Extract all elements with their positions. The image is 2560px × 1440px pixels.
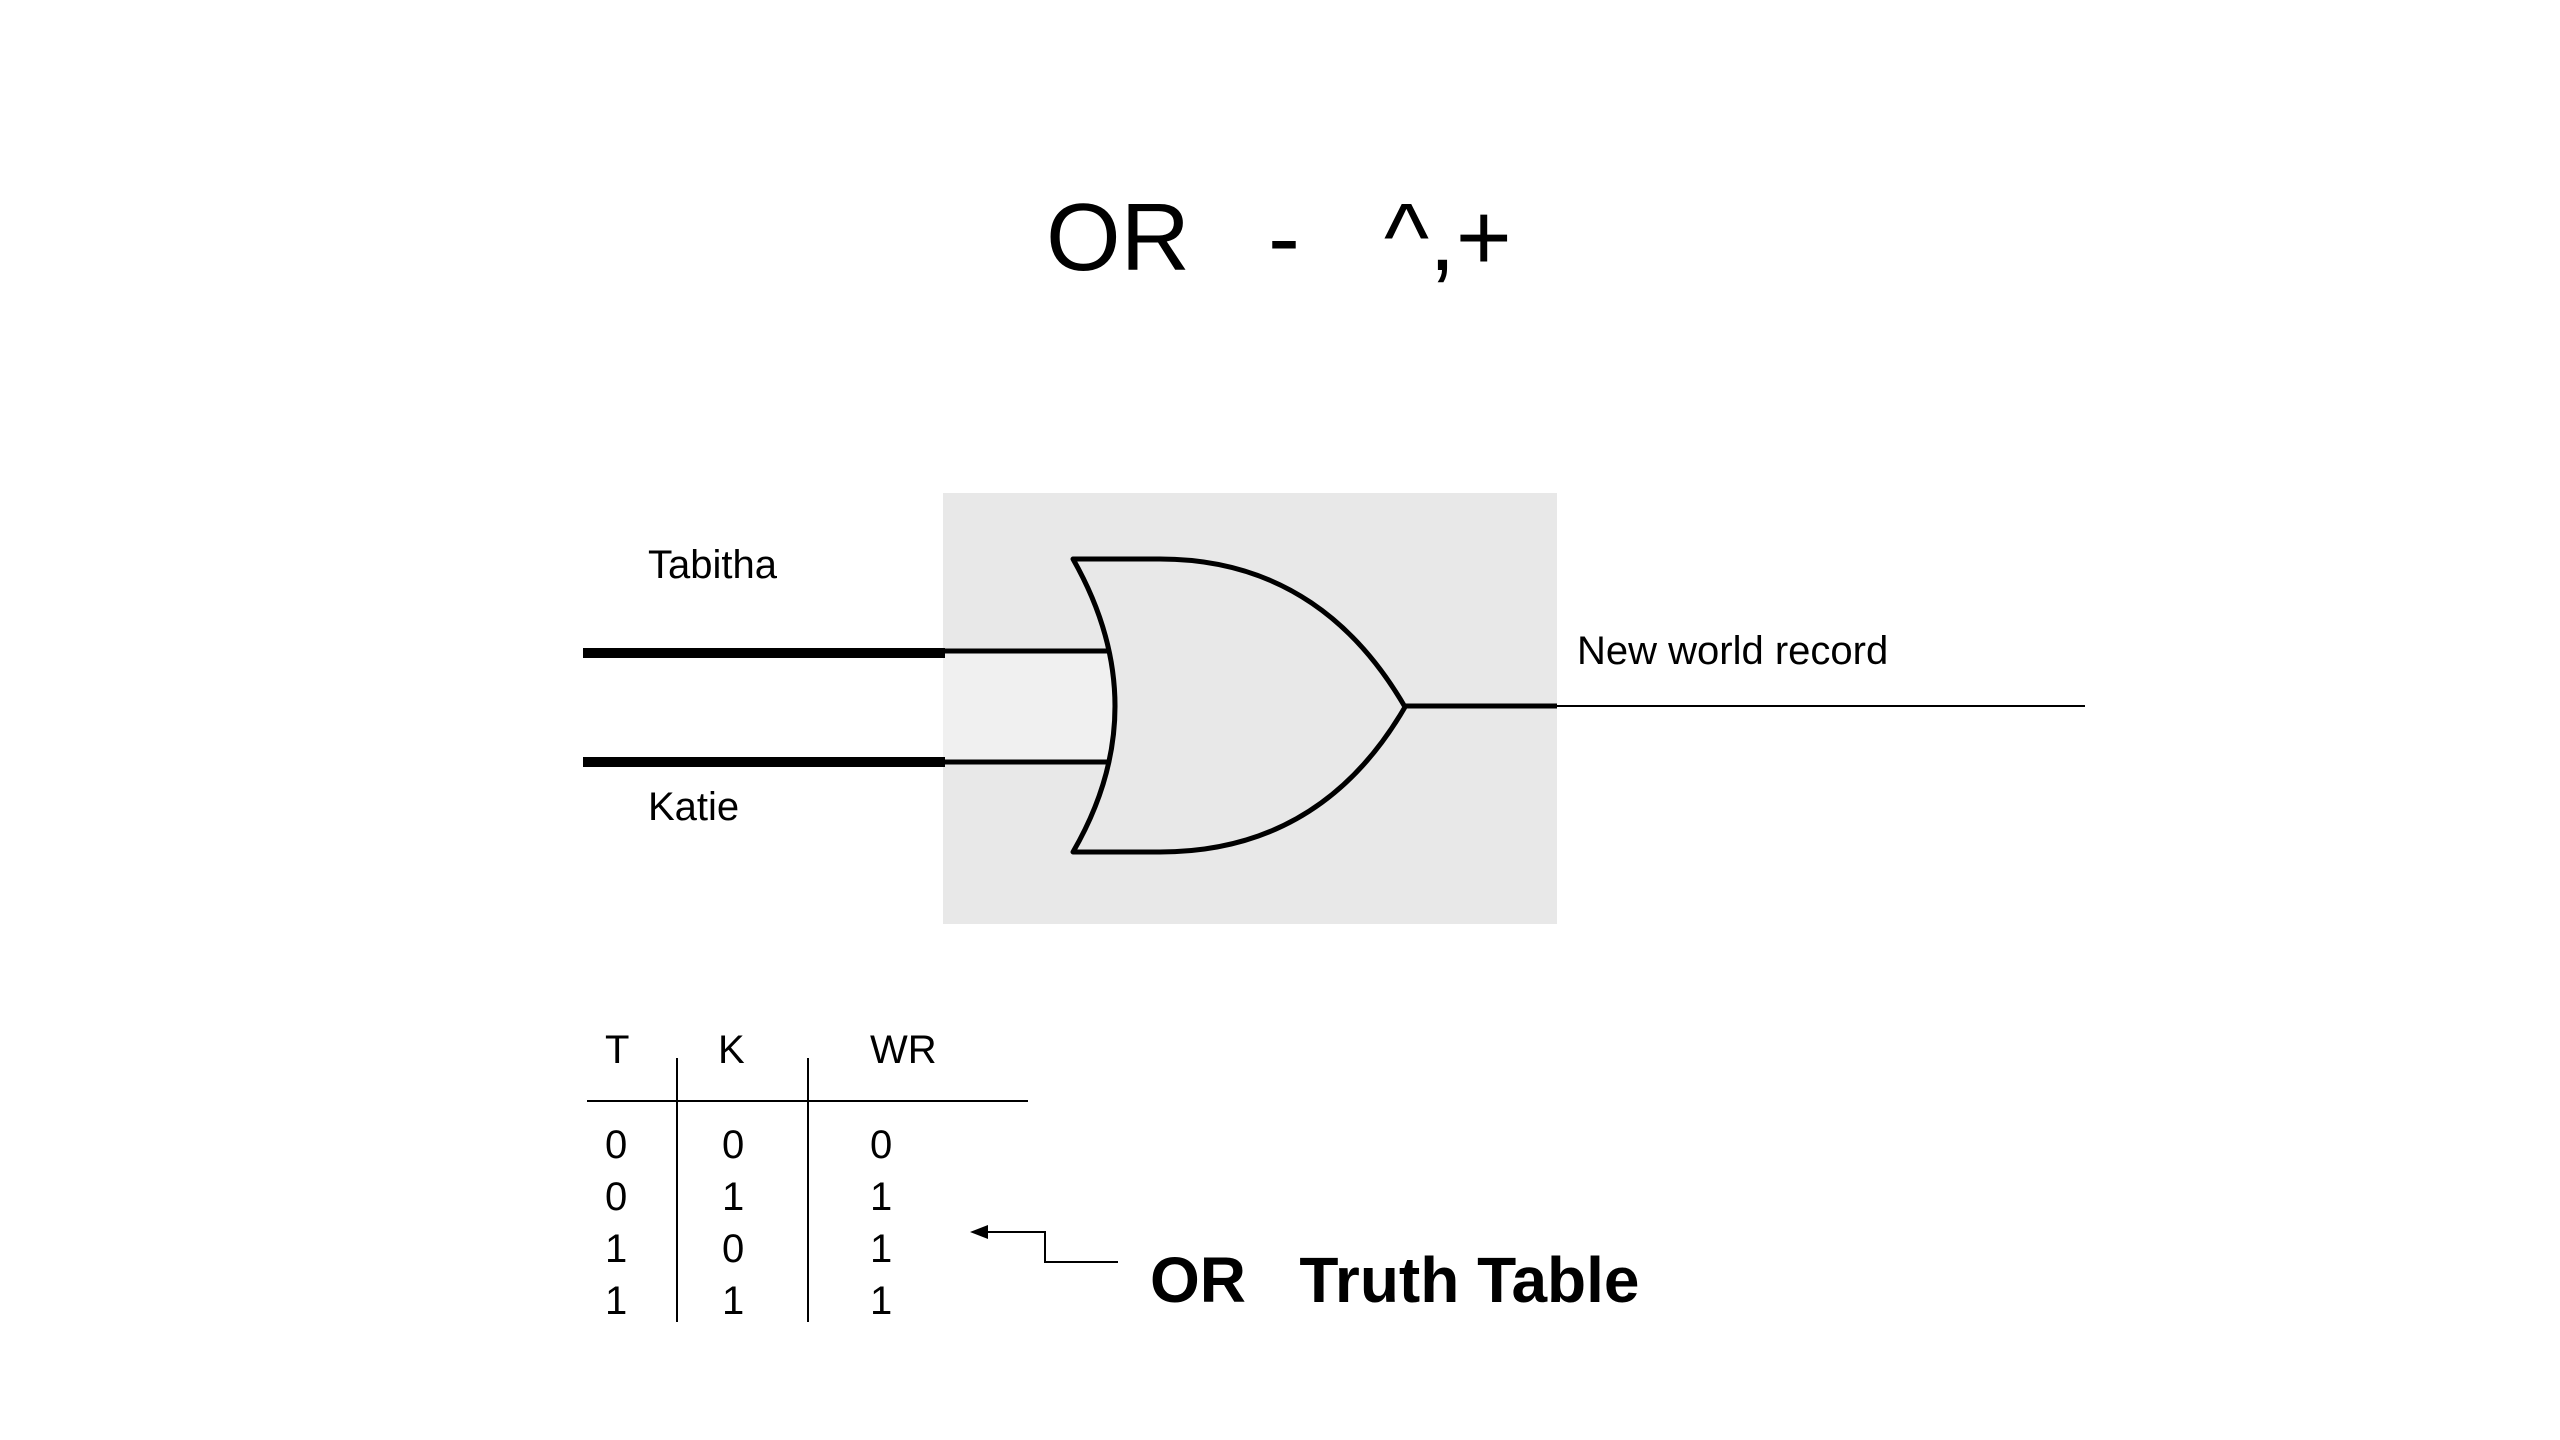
title-symbols: ^,+ (1384, 184, 1512, 291)
title-gate-name: OR (1046, 184, 1190, 291)
title-dash: - (1268, 184, 1300, 291)
truth-table-cell: 0 (722, 1227, 745, 1271)
truth-table-header: WR (870, 1028, 937, 1072)
truth-table-cell: 1 (870, 1227, 893, 1271)
truth-table-cell: 0 (605, 1175, 628, 1219)
truth-table-cell: 1 (870, 1175, 893, 1219)
truth-table-cell: 0 (870, 1123, 893, 1167)
truth-table-cell: 1 (722, 1279, 745, 1323)
caption-arrowhead (970, 1225, 988, 1239)
truth-table-header: T (605, 1028, 630, 1072)
truth-table-cell: 0 (605, 1123, 628, 1167)
truth-table-cell: 0 (722, 1123, 745, 1167)
truth-table-header: K (718, 1028, 745, 1072)
truth-table-cell: 1 (605, 1279, 628, 1323)
or-gate-body (1070, 556, 1408, 855)
input-b-label: Katie (648, 785, 740, 829)
truth-table-cell: 1 (722, 1175, 745, 1219)
truth-table-cell: 1 (605, 1227, 628, 1271)
input-a-label: Tabitha (648, 543, 777, 587)
input-band (943, 651, 1113, 761)
truth-table-caption: OR Truth Table (1150, 1244, 1640, 1316)
caption-arrow-line (985, 1231, 1118, 1263)
output-label: New world record (1577, 629, 1889, 673)
truth-table-cell: 1 (870, 1279, 893, 1323)
